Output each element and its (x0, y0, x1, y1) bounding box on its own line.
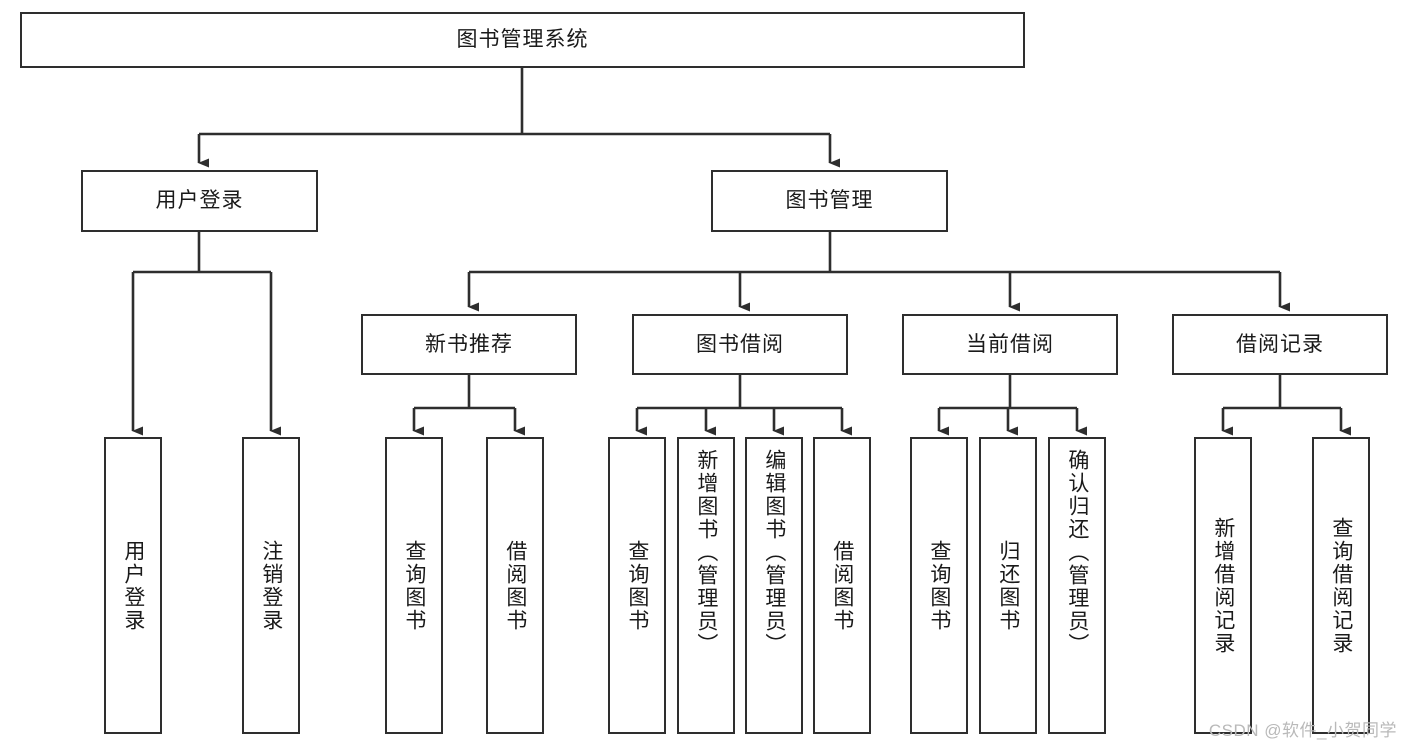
node-label: 查询图书 (927, 539, 951, 632)
node-label: 借阅图书 (830, 539, 854, 632)
node-borrow-record[interactable]: 借阅记录 (1172, 314, 1388, 375)
node-leaf-add-book-admin[interactable]: 新增图书（管理员） (677, 437, 735, 734)
node-label: 借阅记录 (1236, 332, 1324, 356)
node-label: 用户登录 (121, 539, 145, 632)
node-leaf-return-book[interactable]: 归还图书 (979, 437, 1037, 734)
node-book-borrow[interactable]: 图书借阅 (632, 314, 848, 375)
node-label: 查询借阅记录 (1329, 516, 1353, 655)
node-label: 图书管理系统 (456, 28, 589, 52)
node-leaf-logout[interactable]: 注销登录 (242, 437, 300, 734)
node-label: 确认归还（管理员） (1065, 449, 1089, 656)
node-leaf-query-book-bb[interactable]: 查询图书 (608, 437, 666, 734)
node-leaf-edit-book-admin[interactable]: 编辑图书（管理员） (745, 437, 803, 734)
node-user-login[interactable]: 用户登录 (81, 170, 318, 232)
csdn-watermark: CSDN @软件_小贺同学 (1208, 721, 1397, 740)
node-new-book-recommend[interactable]: 新书推荐 (361, 314, 577, 375)
node-label: 图书借阅 (696, 332, 784, 356)
node-leaf-query-book-nb[interactable]: 查询图书 (385, 437, 443, 734)
node-label: 编辑图书（管理员） (762, 449, 786, 656)
node-label: 注销登录 (259, 539, 283, 632)
node-leaf-add-borrow-record[interactable]: 新增借阅记录 (1194, 437, 1252, 734)
node-label: 新书推荐 (425, 332, 513, 356)
node-label: 归还图书 (996, 539, 1020, 632)
node-leaf-user-login[interactable]: 用户登录 (104, 437, 162, 734)
node-current-borrow[interactable]: 当前借阅 (902, 314, 1118, 375)
node-label: 新增借阅记录 (1211, 516, 1235, 655)
node-label: 图书管理 (785, 189, 874, 213)
node-label: 用户登录 (155, 189, 244, 213)
node-leaf-confirm-return-admin[interactable]: 确认归还（管理员） (1048, 437, 1106, 734)
node-leaf-borrow-book-nb[interactable]: 借阅图书 (486, 437, 544, 734)
node-label: 查询图书 (625, 539, 649, 632)
node-label: 借阅图书 (503, 539, 527, 632)
node-label: 当前借阅 (966, 332, 1054, 356)
node-leaf-borrow-book-bb[interactable]: 借阅图书 (813, 437, 871, 734)
node-leaf-query-book-cb[interactable]: 查询图书 (910, 437, 968, 734)
node-leaf-query-borrow-record[interactable]: 查询借阅记录 (1312, 437, 1370, 734)
node-root-system[interactable]: 图书管理系统 (20, 12, 1025, 68)
node-book-management[interactable]: 图书管理 (711, 170, 948, 232)
node-label: 查询图书 (402, 539, 426, 632)
node-label: 新增图书（管理员） (694, 449, 718, 656)
